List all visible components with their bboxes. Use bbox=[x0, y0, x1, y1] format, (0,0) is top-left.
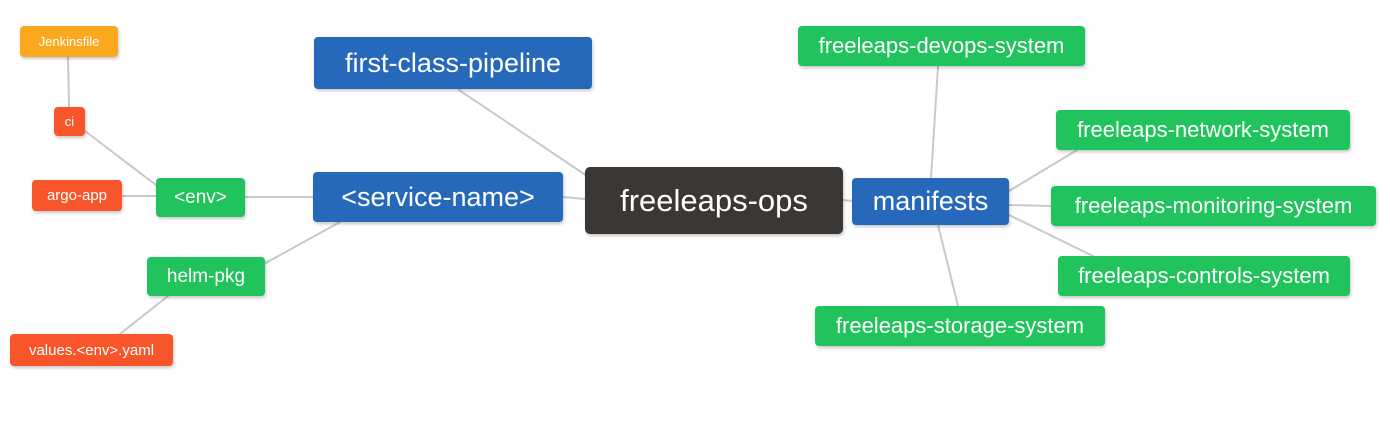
edge-freeleaps-ops-to-service-name bbox=[562, 196, 586, 200]
edge-manifests-to-freeleaps-devops-system bbox=[930, 65, 939, 179]
node-argo-app[interactable]: argo-app bbox=[32, 180, 122, 211]
node-values-env-yaml[interactable]: values.<env>.yaml bbox=[10, 334, 173, 366]
node-env[interactable]: <env> bbox=[156, 178, 245, 217]
node-helm-pkg[interactable]: helm-pkg bbox=[147, 257, 265, 296]
node-label: <env> bbox=[174, 187, 227, 208]
node-label: Jenkinsfile bbox=[38, 34, 100, 49]
node-label: freeleaps-controls-system bbox=[1078, 263, 1330, 288]
node-label: values.<env>.yaml bbox=[28, 341, 155, 359]
node-label: ci bbox=[64, 114, 75, 129]
node-label: manifests bbox=[872, 186, 989, 216]
node-label: freeleaps-monitoring-system bbox=[1074, 193, 1353, 218]
node-freeleaps-controls-system[interactable]: freeleaps-controls-system bbox=[1058, 256, 1350, 296]
edge-ci-to-jenkinsfile bbox=[67, 56, 70, 108]
node-first-class-pipeline[interactable]: first-class-pipeline bbox=[314, 37, 592, 89]
node-label: argo-app bbox=[46, 187, 108, 204]
node-label: <service-name> bbox=[341, 181, 535, 212]
node-service-name[interactable]: <service-name> bbox=[313, 172, 563, 222]
edge-manifests-to-freeleaps-storage-system bbox=[937, 224, 959, 307]
edge-helm-pkg-to-values-env-yaml bbox=[119, 295, 169, 335]
node-freeleaps-ops[interactable]: freeleaps-ops bbox=[585, 167, 843, 234]
node-label: freeleaps-devops-system bbox=[818, 33, 1065, 58]
node-freeleaps-devops-system[interactable]: freeleaps-devops-system bbox=[798, 26, 1085, 66]
node-freeleaps-storage-system[interactable]: freeleaps-storage-system bbox=[815, 306, 1105, 346]
node-manifests[interactable]: manifests bbox=[852, 178, 1009, 225]
edge-env-to-ci bbox=[84, 130, 157, 186]
edge-freeleaps-ops-to-manifests bbox=[842, 199, 853, 202]
node-label: freeleaps-storage-system bbox=[835, 313, 1085, 338]
node-label: freeleaps-ops bbox=[620, 183, 808, 218]
edge-freeleaps-ops-to-first-class-pipeline bbox=[458, 89, 588, 177]
edge-manifests-to-freeleaps-monitoring-system bbox=[1008, 204, 1052, 207]
node-ci[interactable]: ci bbox=[54, 107, 85, 136]
edge-manifests-to-freeleaps-network-system bbox=[1008, 149, 1078, 192]
node-jenkinsfile[interactable]: Jenkinsfile bbox=[20, 26, 118, 57]
node-freeleaps-network-system[interactable]: freeleaps-network-system bbox=[1056, 110, 1350, 150]
node-label: freeleaps-network-system bbox=[1077, 117, 1329, 142]
edge-service-name-to-helm-pkg bbox=[261, 221, 341, 266]
node-freeleaps-monitoring-system[interactable]: freeleaps-monitoring-system bbox=[1051, 186, 1376, 226]
node-label: helm-pkg bbox=[166, 266, 246, 287]
node-label: first-class-pipeline bbox=[344, 47, 562, 78]
